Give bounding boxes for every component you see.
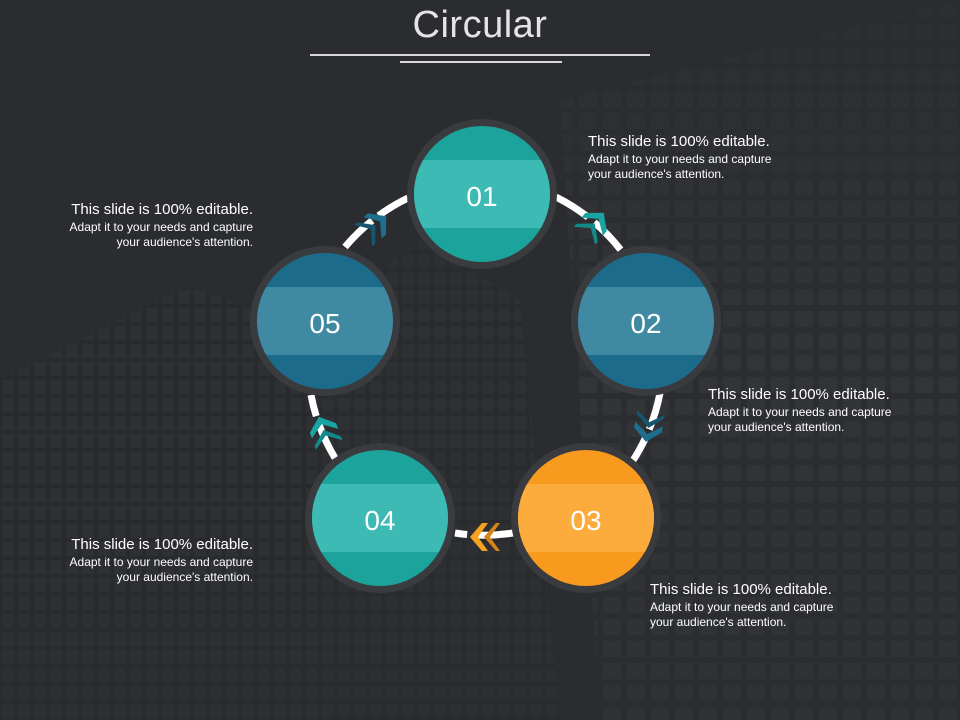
step-number-01: 01 [466, 181, 498, 212]
step-number-03: 03 [570, 505, 602, 536]
caption-body: Adapt it to your needs and capture your … [650, 600, 834, 629]
step-caption-05: This slide is 100% editable. Adapt it to… [23, 201, 253, 250]
cycle-ring [307, 193, 664, 539]
arrow-04-to-05 [309, 416, 343, 450]
arrow-03-to-04 [470, 523, 500, 551]
step-circle-05 [250, 246, 400, 396]
title-underline-short [400, 61, 562, 63]
arrow-05-to-01 [354, 213, 387, 247]
arrow-01-to-02 [573, 212, 607, 245]
caption-body: Adapt it to your needs and capture your … [588, 152, 772, 181]
caption-body: Adapt it to your needs and capture your … [708, 405, 892, 434]
page-title: Circular [412, 4, 548, 46]
step-number-02: 02 [630, 308, 662, 339]
caption-heading: This slide is 100% editable. [71, 536, 253, 553]
step-circle-01 [407, 119, 557, 269]
step-caption-04: This slide is 100% editable. Adapt it to… [23, 536, 253, 585]
step-circle-02 [571, 246, 721, 396]
title-underline [310, 54, 650, 56]
caption-heading: This slide is 100% editable. [71, 201, 253, 218]
caption-body: Adapt it to your needs and capture your … [69, 220, 253, 249]
caption-body: Adapt it to your needs and capture your … [69, 555, 253, 584]
step-caption-03: This slide is 100% editable. Adapt it to… [650, 581, 880, 630]
step-number-05: 05 [309, 308, 341, 339]
step-caption-02: This slide is 100% editable. Adapt it to… [708, 386, 938, 435]
arrow-02-to-03 [634, 409, 665, 442]
step-circle-03 [511, 443, 661, 593]
caption-heading: This slide is 100% editable. [708, 386, 890, 403]
step-caption-01: This slide is 100% editable. Adapt it to… [588, 133, 818, 182]
caption-heading: This slide is 100% editable. [588, 133, 770, 150]
caption-heading: This slide is 100% editable. [650, 581, 832, 598]
step-circle-04 [305, 443, 455, 593]
step-number-04: 04 [364, 505, 396, 536]
